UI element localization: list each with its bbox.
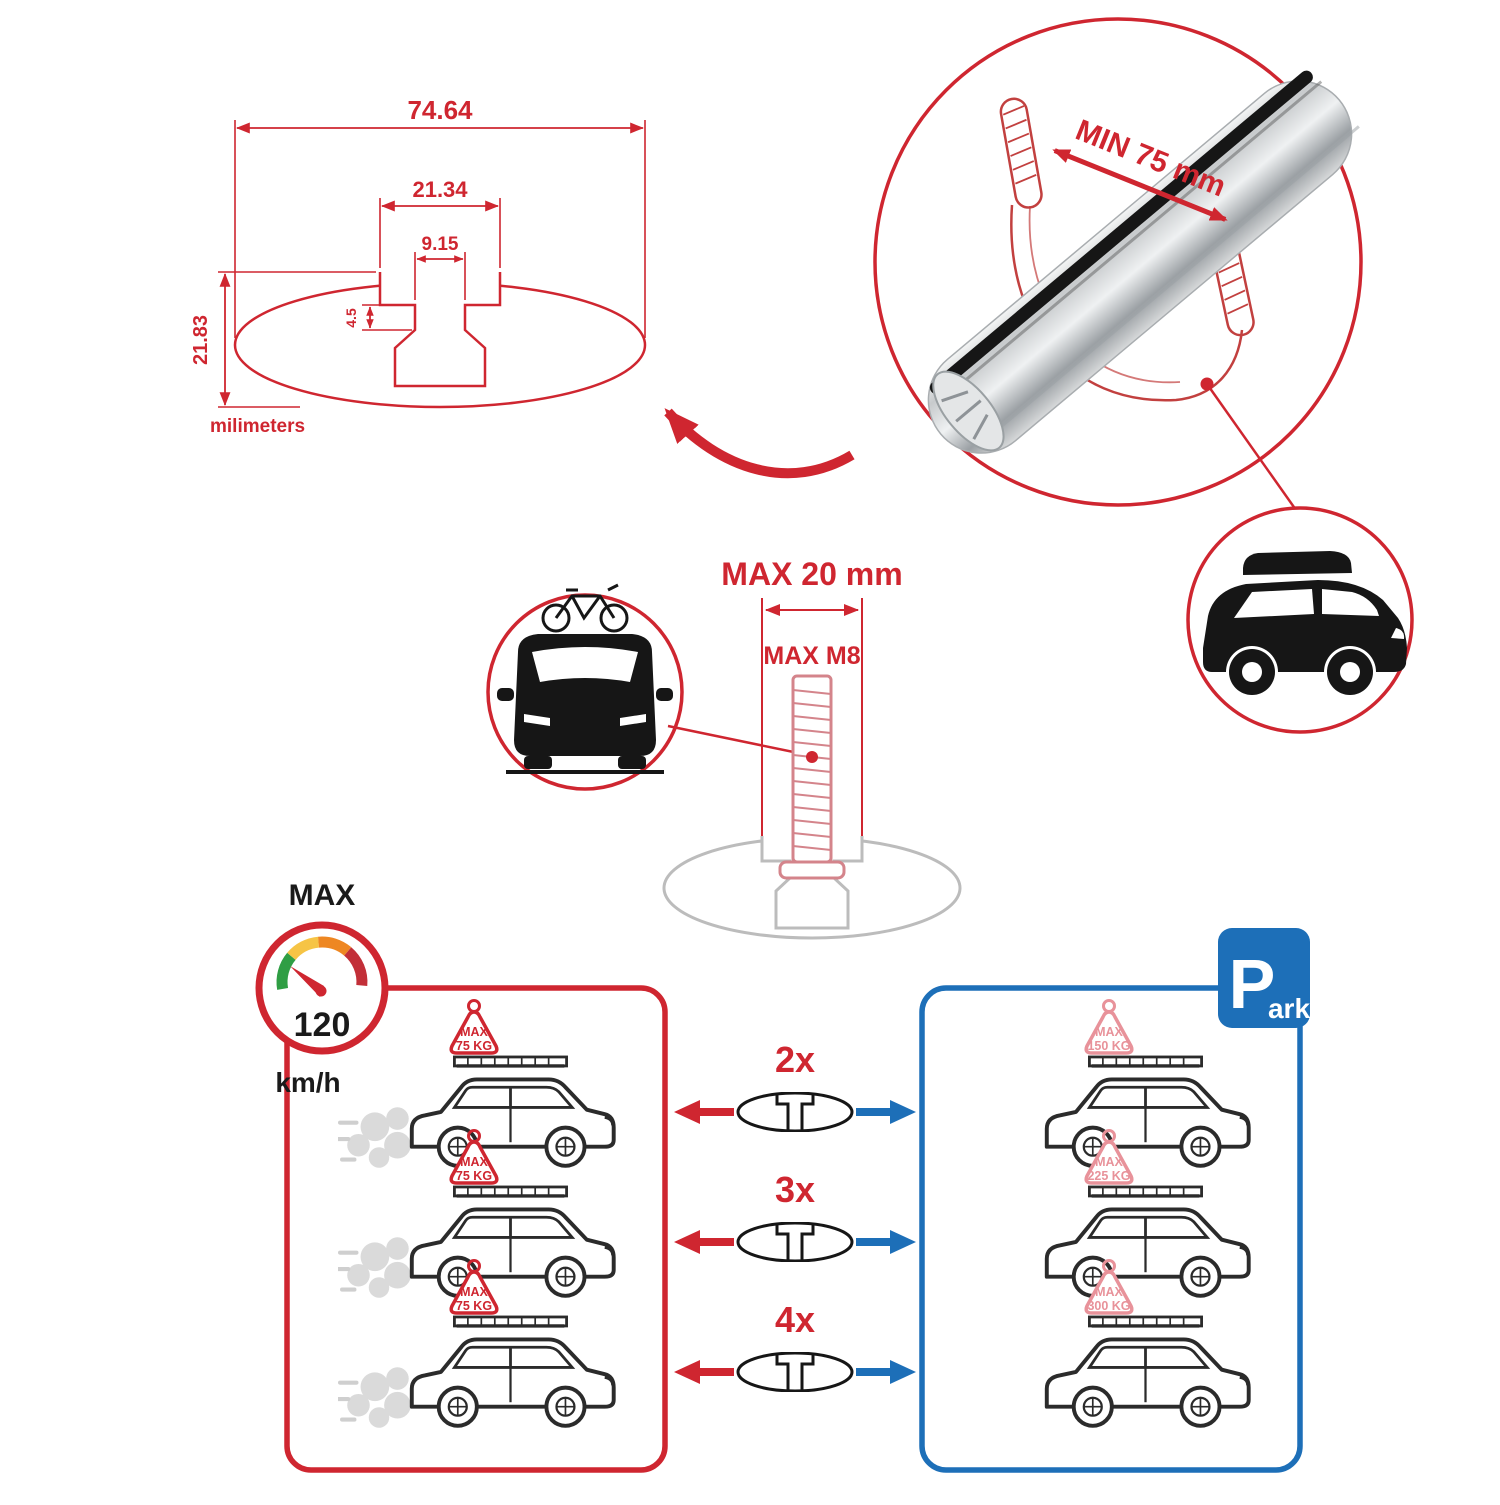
photo-to-drawing-arrow (664, 408, 855, 479)
qty-row-3: 4x (674, 1299, 916, 1392)
left-mirror (497, 688, 514, 701)
extension-lines-slot-outer (379, 198, 501, 268)
arrow-to-parking-head (890, 1360, 916, 1384)
units-label: milimeters (210, 416, 305, 437)
bolt-max-width-label: MAX 20 mm (721, 556, 902, 592)
mount-strap-sketch (999, 97, 1255, 402)
crossbar-profile-icon (736, 1222, 854, 1262)
gauge-orange-arc (318, 936, 352, 956)
gauge-yellow-arc (287, 936, 320, 961)
qty-row-1: 2x (674, 1039, 916, 1132)
crossbar-profile-icon (736, 1092, 854, 1132)
extension-lines-slot-inner (414, 252, 466, 300)
load-tag-line2: 75 KG (456, 1039, 492, 1053)
bolt-max-thread-label: MAX M8 (763, 642, 860, 670)
load-tag-line1: MAX (1095, 1285, 1123, 1299)
arrow-to-driving-head (674, 1100, 700, 1124)
dim-total-height-value: 21.83 (190, 315, 212, 365)
load-tag-line1: MAX (460, 1155, 488, 1169)
driving-car-row-3: MAX 75 KG (338, 1258, 616, 1428)
load-tag-line2: 300 KG (1087, 1299, 1130, 1313)
arrow-to-parking-head (890, 1100, 916, 1124)
dim-total-width-value: 74.64 (407, 95, 473, 125)
dim-slot-outer-value: 21.34 (412, 177, 468, 202)
bolt-callout-line (667, 724, 809, 757)
load-tag-line1: MAX (460, 1025, 488, 1039)
suv-with-roofbox-icon (1203, 551, 1407, 695)
bolt-callout-dot (806, 751, 818, 763)
speedometer: MAX 120 km/h (255, 879, 389, 1098)
speed-unit: km/h (275, 1067, 340, 1098)
parked-car-row-3: MAX 300 KG (1044, 1258, 1251, 1428)
load-tag-line2: 225 KG (1087, 1169, 1130, 1183)
roof-box-icon (1243, 551, 1352, 575)
gauge-red-arc (343, 947, 368, 986)
min-span-arrow (1052, 148, 1228, 222)
parking-suffix: ark (1268, 993, 1310, 1024)
qty-row-2: 3x (674, 1169, 916, 1262)
load-tag-line1: MAX (1095, 1025, 1123, 1039)
crossbar-photo-detail: MIN 75 mm (873, 17, 1363, 511)
extension-lines-total-height (218, 271, 376, 408)
gauge-hub (315, 985, 327, 997)
qty-label: 3x (775, 1169, 815, 1210)
detail-circle (873, 17, 1363, 507)
t-bolt-icon (778, 674, 846, 880)
parking-letter: P (1229, 945, 1276, 1023)
driving-car-row-1: MAX 75 KG (338, 998, 616, 1168)
dim-step-value: 4.5 (343, 308, 359, 328)
qty-label: 2x (775, 1039, 815, 1080)
car-roofbox-circle (1186, 506, 1414, 734)
qty-label: 4x (775, 1299, 815, 1340)
parking-sign-plate (1218, 928, 1310, 1028)
load-tag-line1: MAX (1095, 1155, 1123, 1169)
t-slot-channel (378, 272, 502, 388)
gauge-green-arc (276, 952, 296, 990)
arrow-to-driving-head (674, 1360, 700, 1384)
crossbar-profile-icon (736, 1352, 854, 1392)
cross-section-diagram: 74.64 21.34 9.15 4.5 21.83 milimeters (190, 95, 647, 437)
driving-car-row-2: MAX 75 KG (338, 1128, 616, 1298)
car-front-icon (497, 634, 673, 774)
aluminum-crossbar (927, 70, 1360, 454)
arrow-to-parking-head (890, 1230, 916, 1254)
load-tag-line1: MAX (460, 1285, 488, 1299)
bicycle-icon (541, 583, 629, 633)
bolt-diagram: MAX 20 mm MAX M8 (662, 556, 962, 940)
extension-lines-step (362, 304, 412, 331)
dim-slot-inner-value: 9.15 (422, 234, 459, 255)
parked-car-row-2: MAX 225 KG (1044, 1128, 1251, 1298)
gauge-needle (290, 966, 324, 997)
arrow-to-driving-head (674, 1230, 700, 1254)
speed-value: 120 (294, 1006, 351, 1044)
parked-car-row-1: MAX 150 KG (1044, 998, 1251, 1168)
right-mirror (656, 688, 673, 701)
load-tag-line2: 150 KG (1087, 1039, 1130, 1053)
extension-lines-total-width (234, 120, 646, 338)
parking-sign: P ark (1218, 928, 1310, 1028)
callout-line (1205, 383, 1298, 511)
car-bike-circle (486, 583, 809, 791)
speed-max-label: MAX (289, 879, 356, 912)
load-tag-line2: 75 KG (456, 1169, 492, 1183)
load-tag-line2: 75 KG (456, 1299, 492, 1313)
